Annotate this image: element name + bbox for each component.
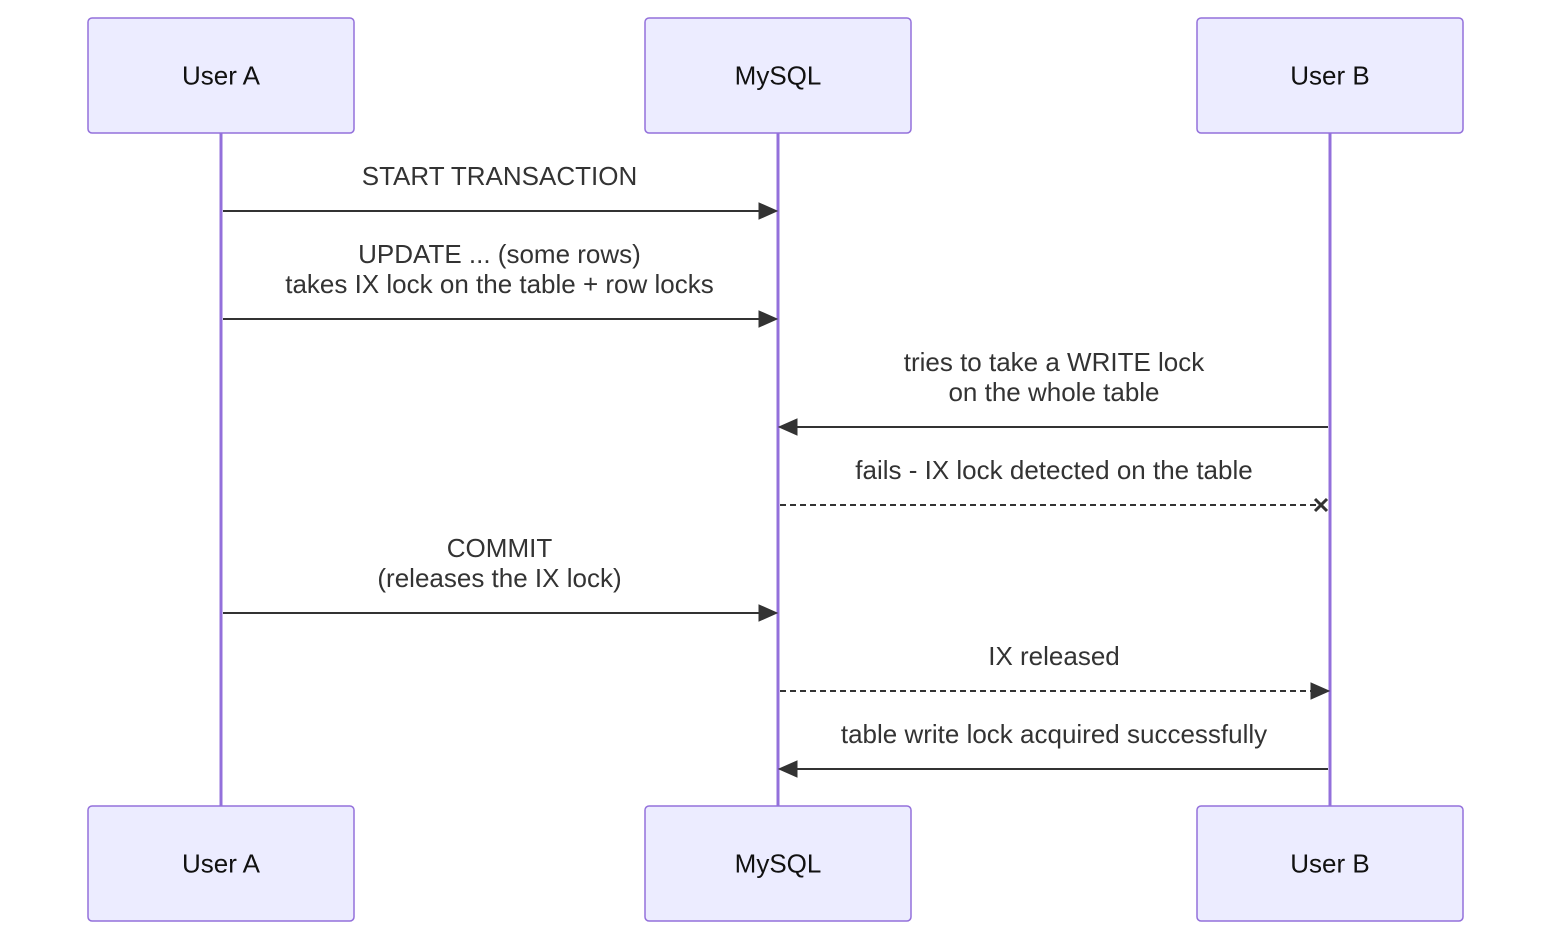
actor-label: MySQL [735,849,822,879]
message-label: tries to take a WRITE lock [904,347,1206,377]
arrowhead-icon [758,202,779,220]
actor-label: User B [1290,61,1369,91]
actor-top-b: User B [1196,17,1464,134]
message-5: COMMIT(releases the IX lock) [223,533,779,622]
actor-label: User B [1290,849,1369,879]
actor-box [87,17,355,134]
actors-bottom: User A MySQL User B [87,805,1464,922]
actor-box [1196,805,1464,922]
message-7: table write lock acquired successfully [777,719,1328,778]
actor-box [644,17,912,134]
actor-label: MySQL [735,61,822,91]
message-6: IX released [780,641,1331,700]
message-label: fails - IX lock detected on the table [855,455,1252,485]
message-label: (releases the IX lock) [377,563,621,593]
actor-box [644,805,912,922]
message-label: on the whole table [948,377,1159,407]
arrowhead-icon [758,604,779,622]
arrowhead-icon [758,310,779,328]
arrowhead-icon [777,760,798,778]
actor-label: User A [182,849,261,879]
actor-top-m: MySQL [644,17,912,134]
message-2: UPDATE ... (some rows)takes IX lock on t… [223,239,779,328]
message-label: START TRANSACTION [362,161,637,191]
message-label: takes IX lock on the table + row locks [285,269,714,299]
actor-bottom-m: MySQL [644,805,912,922]
message-4: fails - IX lock detected on the table [780,455,1329,513]
actor-box [1196,17,1464,134]
message-1: START TRANSACTION [223,161,779,220]
actor-top-a: User A [87,17,355,134]
lifelines [219,133,1332,806]
arrowhead-icon [1310,682,1331,700]
message-label: UPDATE ... (some rows) [358,239,641,269]
arrowhead-icon [777,418,798,436]
message-label: table write lock acquired successfully [841,719,1267,749]
actor-bottom-a: User A [87,805,355,922]
actor-label: User A [182,61,261,91]
actor-bottom-b: User B [1196,805,1464,922]
actor-box [87,805,355,922]
message-label: COMMIT [447,533,553,563]
cross-icon [1313,497,1329,513]
actors-top: User A MySQL User B [87,17,1464,134]
message-label: IX released [988,641,1120,671]
